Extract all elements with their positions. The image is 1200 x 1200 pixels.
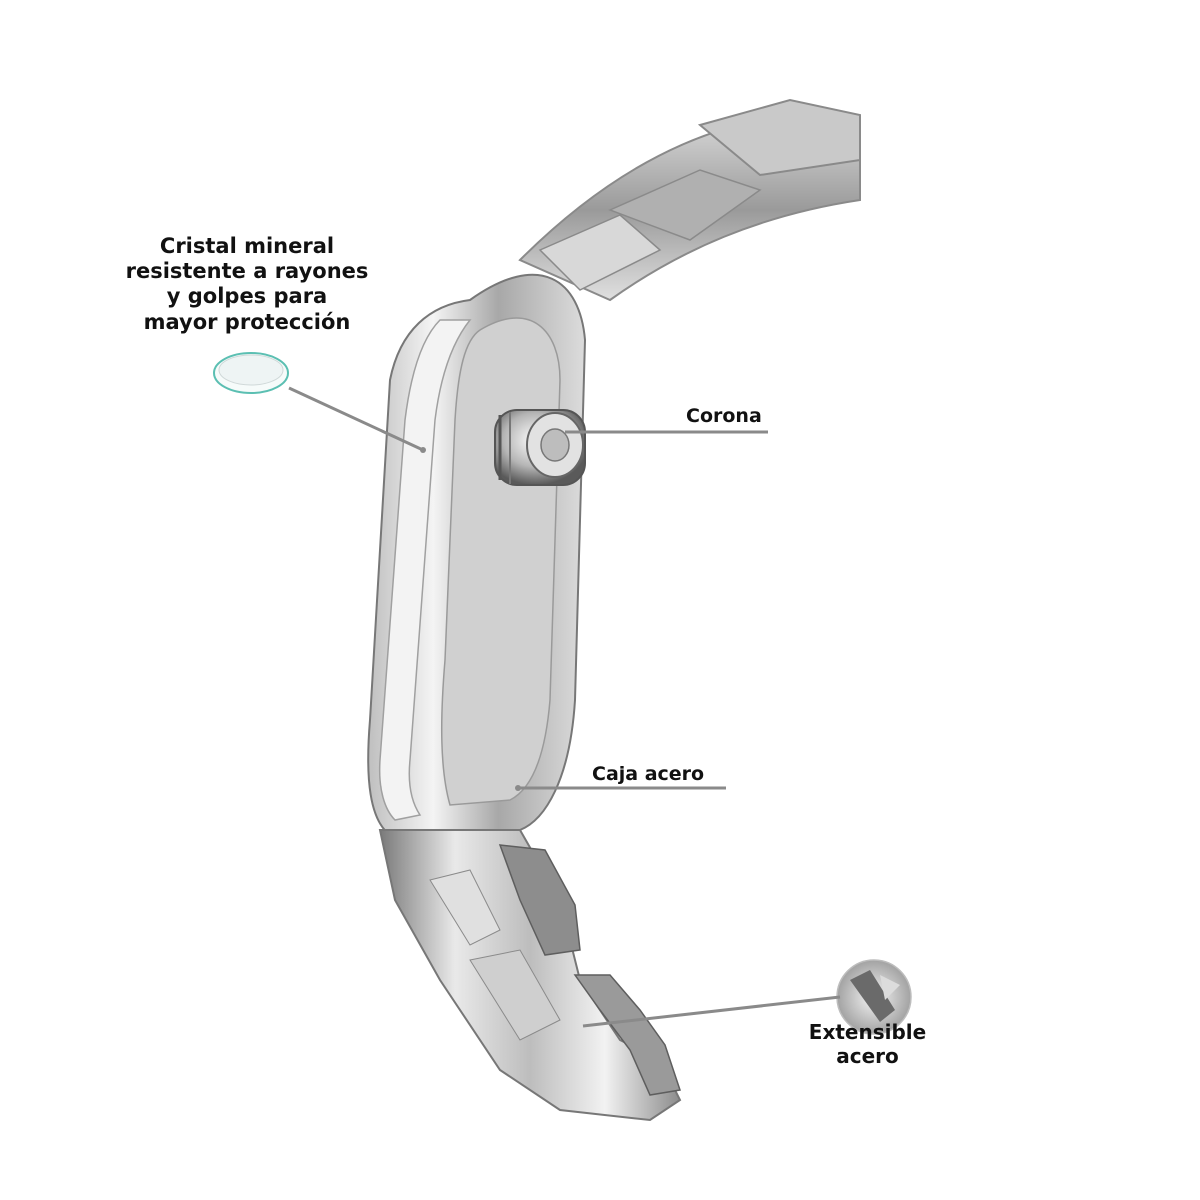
crystal-label-line-4: mayor protección [143, 309, 351, 334]
crystal-feature-label: Cristal mineral resistente a rayones y g… [112, 234, 382, 335]
crystal-label-line-1: Cristal mineral [159, 234, 335, 258]
extensible-label-line-2: acero [836, 1044, 899, 1068]
crystal-callout-dot [420, 447, 426, 453]
corona-label: Corona [686, 405, 762, 427]
upper-bracelet [518, 98, 861, 302]
crystal-callout-line [288, 386, 424, 452]
bracelet-detail-icon [836, 959, 912, 1035]
crystal-icon [213, 352, 289, 394]
crown [494, 409, 586, 486]
crystal-label-line-3: y golpes para [166, 284, 328, 309]
crystal-label-line-2: resistente a rayones [125, 259, 369, 284]
extensible-label-line-1: Extensible [808, 1020, 927, 1044]
extensible-callout-line [582, 995, 841, 1028]
callout-lines [288, 386, 841, 1028]
extensible-label: Extensible acero [800, 1020, 935, 1068]
caja-callout-dot [515, 785, 521, 791]
caja-acero-label: Caja acero [592, 763, 705, 785]
lower-bracelet [378, 829, 682, 1122]
watch-case [367, 273, 587, 837]
